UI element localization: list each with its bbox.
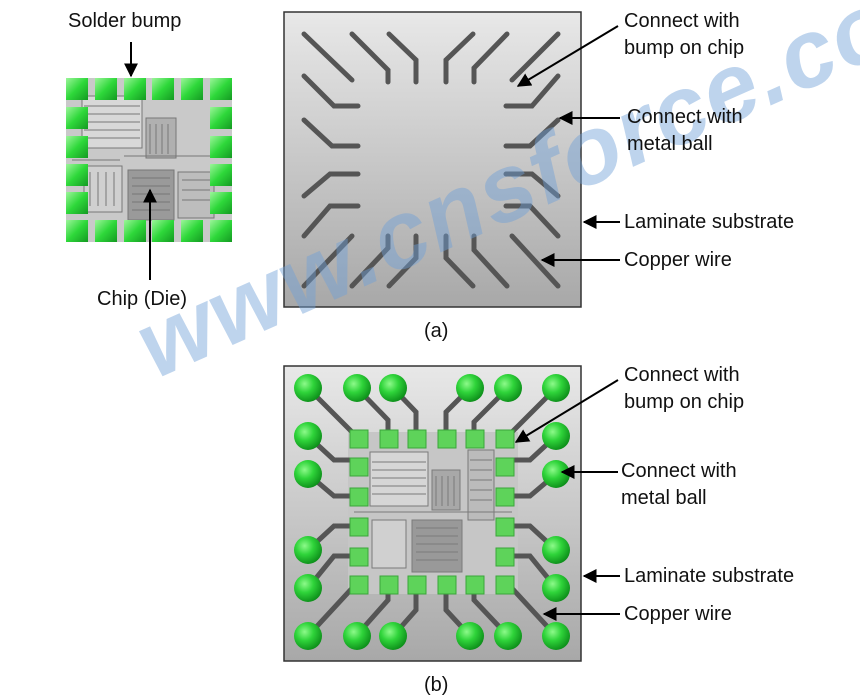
label-b-connect-bump: Connect with bump on chip [624, 364, 745, 413]
metal-balls-b [294, 374, 570, 650]
substrate-a [283, 11, 620, 308]
copper-traces-a [301, 31, 561, 289]
label-a-connect-ball: Connect with metal ball [627, 106, 743, 155]
chip-die-figure [66, 42, 232, 280]
label-b-connect-ball: Connect with metal ball [621, 460, 737, 509]
solder-bump-grid [66, 78, 232, 242]
caption-b: (b) [424, 674, 449, 696]
caption-a: (a) [424, 320, 449, 342]
arrow-a-bump [516, 25, 619, 87]
label-a-copper: Copper wire [624, 249, 732, 271]
chip-circuit-pattern-b [354, 449, 512, 573]
label-a-connect-bump: Connect with bump on chip [624, 10, 745, 59]
substrate-b [283, 365, 620, 662]
label-a-laminate: Laminate substrate [624, 211, 795, 233]
label-b-copper: Copper wire [624, 603, 732, 625]
arrow-b-bump [514, 379, 619, 443]
label-solder-bump: Solder bump [68, 10, 182, 32]
bump-pads-b [349, 429, 515, 595]
label-chip-die: Chip (Die) [97, 288, 188, 310]
label-b-laminate: Laminate substrate [624, 565, 795, 587]
